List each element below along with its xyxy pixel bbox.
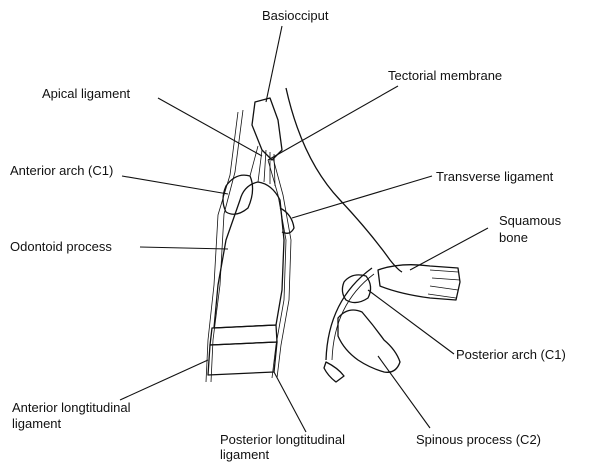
label-posterior-longitudinal-line1: Posterior longtitudinal — [220, 432, 345, 447]
label-tectorial-membrane: Tectorial membrane — [388, 68, 502, 83]
leader-spinous-process — [378, 356, 430, 428]
label-odontoid-process: Odontoid process — [10, 239, 112, 254]
posterior-arch-c1-bone — [342, 275, 370, 303]
label-posterior-arch-c1: Posterior arch (C1) — [456, 347, 566, 362]
leader-anterior-longitudinal — [120, 360, 208, 400]
spinous-process-c2-bone — [338, 310, 400, 372]
squamous-bone — [378, 265, 460, 300]
anterior-arch-c1-bone — [223, 175, 253, 214]
label-basiocciput: Basiocciput — [262, 8, 328, 23]
leader-squamous-bone — [410, 228, 488, 270]
label-squamous-line1: Squamous — [499, 213, 561, 228]
label-anterior-longitudinal-line2: ligament — [12, 416, 61, 431]
label-squamous-line2: bone — [499, 230, 528, 245]
label-spinous-process-c2: Spinous process (C2) — [416, 432, 541, 447]
label-transverse-ligament: Transverse ligament — [436, 169, 553, 184]
leader-basiocciput — [266, 26, 282, 102]
leader-anterior-arch — [122, 176, 228, 194]
label-anterior-arch-c1: Anterior arch (C1) — [10, 163, 113, 178]
leader-posterior-longitudinal — [274, 372, 306, 432]
leader-apical-ligament — [158, 98, 262, 156]
label-apical-ligament: Apical ligament — [42, 86, 130, 101]
c3-body — [208, 342, 277, 375]
label-anterior-longitudinal-line1: Anterior longtitudinal — [12, 400, 131, 415]
leader-odontoid-process — [140, 247, 228, 249]
leader-posterior-arch — [368, 290, 454, 354]
leader-transverse-ligament — [292, 176, 432, 218]
label-posterior-longitudinal-line2: ligament — [220, 447, 269, 462]
tectorial-membrane-line — [286, 88, 402, 272]
